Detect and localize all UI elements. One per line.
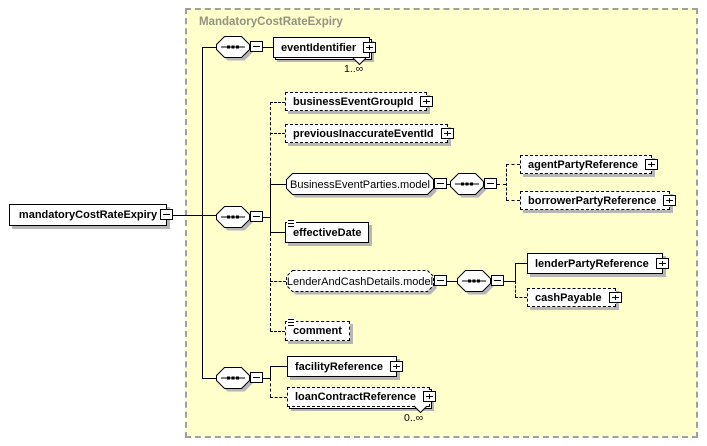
plus-icon[interactable] [390, 360, 404, 372]
minus-icon[interactable] [484, 178, 497, 189]
model-group-shape: BusinessEventParties.model [286, 173, 437, 198]
element-node-previousInaccurateEventId[interactable]: previousInaccurateEventId [285, 124, 454, 143]
element-node-effectiveDate[interactable]: effectiveDate [285, 219, 370, 243]
text-content-icon [287, 219, 296, 228]
connector [447, 281, 457, 282]
connector [270, 181, 271, 233]
minus-icon[interactable] [491, 275, 504, 286]
element-node-facilityReference[interactable]: facilityReference [287, 356, 404, 377]
element-label: facilityReference [295, 360, 384, 373]
minus-icon[interactable] [434, 178, 447, 189]
element-node-businessEventGroupId[interactable]: businessEventGroupId [285, 92, 434, 111]
model-group-node-BusinessEventParties[interactable]: BusinessEventParties.model [286, 173, 447, 198]
element-node-eventIdentifier[interactable]: eventIdentifier [273, 37, 377, 58]
connector [504, 281, 515, 282]
minus-icon[interactable] [250, 41, 263, 52]
element-label: agentPartyReference [528, 158, 639, 171]
connector [270, 397, 287, 398]
sequence-icon [216, 367, 253, 392]
element-label: cashPayable [535, 291, 602, 304]
connector [270, 184, 286, 185]
model-group-node-LenderAndCashDetails[interactable]: LenderAndCashDetails.model [286, 270, 447, 295]
connector [202, 47, 216, 48]
complex-type-label: MandatoryCostRateExpiry [199, 16, 343, 28]
connector [506, 200, 520, 201]
connector [497, 184, 506, 185]
connector [515, 263, 527, 264]
occurrence-label: 1..∞ [344, 63, 364, 75]
element-node-comment[interactable]: comment [285, 318, 350, 341]
sequence-indicator[interactable] [216, 206, 263, 231]
connector [270, 102, 285, 103]
element-label: loanContractReference [295, 391, 417, 403]
sequence-icon [216, 36, 253, 61]
connector [515, 297, 527, 298]
element-label: lenderPartyReference [535, 257, 649, 270]
connector [447, 184, 450, 185]
element-label: businessEventGroupId [293, 95, 414, 108]
connector [173, 215, 216, 216]
plus-icon[interactable] [645, 158, 659, 170]
minus-icon[interactable] [434, 275, 447, 286]
sequence-indicator[interactable] [457, 270, 504, 295]
element-node-lenderPartyReference[interactable]: lenderPartyReference [527, 253, 669, 274]
multi-instance-chevron-icon [352, 57, 367, 66]
minus-icon[interactable] [250, 211, 263, 222]
sequence-icon [450, 173, 487, 198]
model-group-shape: LenderAndCashDetails.model [286, 270, 437, 295]
connector [506, 164, 507, 200]
plus-icon[interactable] [363, 41, 377, 53]
plus-icon[interactable] [608, 291, 622, 303]
occurrence-label: 0..∞ [404, 412, 424, 424]
text-content-icon [287, 318, 296, 327]
sequence-icon [457, 270, 494, 295]
sequence-indicator[interactable] [450, 173, 497, 198]
plus-icon[interactable] [655, 257, 669, 269]
sequence-indicator[interactable] [216, 36, 263, 61]
connector [263, 378, 270, 379]
element-label: eventIdentifier [281, 41, 357, 54]
sequence-indicator[interactable] [216, 367, 263, 392]
connector [270, 366, 271, 378]
minus-icon[interactable] [250, 372, 263, 383]
element-label: previousInaccurateEventId [293, 127, 434, 140]
element-node-borrowerPartyReference[interactable]: borrowerPartyReference [520, 191, 677, 210]
plus-icon[interactable] [423, 391, 437, 402]
minus-icon[interactable] [160, 209, 173, 220]
model-group-label: LenderAndCashDetails.model [287, 276, 433, 288]
plus-icon[interactable] [440, 127, 454, 139]
connector [270, 102, 271, 181]
connector [270, 233, 271, 331]
connector [506, 164, 520, 165]
element-label: effectiveDate [293, 226, 362, 239]
connector [263, 217, 270, 218]
connector [270, 232, 285, 233]
element-label: comment [293, 325, 342, 337]
element-node-agentPartyReference[interactable]: agentPartyReference [520, 155, 659, 174]
connector [202, 47, 203, 379]
connector [515, 263, 516, 281]
connector [270, 378, 271, 397]
element-label: mandatoryCostRateExpiry [18, 209, 158, 221]
connector [270, 366, 287, 367]
element-node-loanContractReference[interactable]: loanContractReference [287, 387, 437, 407]
connector [515, 281, 516, 297]
plus-icon[interactable] [663, 194, 677, 206]
element-node-cashPayable[interactable]: cashPayable [527, 288, 622, 307]
connector [202, 378, 216, 379]
connector [270, 133, 285, 134]
connector [270, 281, 286, 282]
plus-icon[interactable] [420, 95, 434, 107]
connector [270, 331, 285, 332]
multi-instance-chevron-icon [413, 405, 428, 414]
element-node-mandatoryCostRateExpiry[interactable]: mandatoryCostRateExpiry [9, 204, 173, 226]
element-label: borrowerPartyReference [528, 194, 657, 207]
model-group-label: BusinessEventParties.model [290, 179, 430, 191]
connector [263, 47, 273, 48]
sequence-icon [216, 206, 253, 231]
